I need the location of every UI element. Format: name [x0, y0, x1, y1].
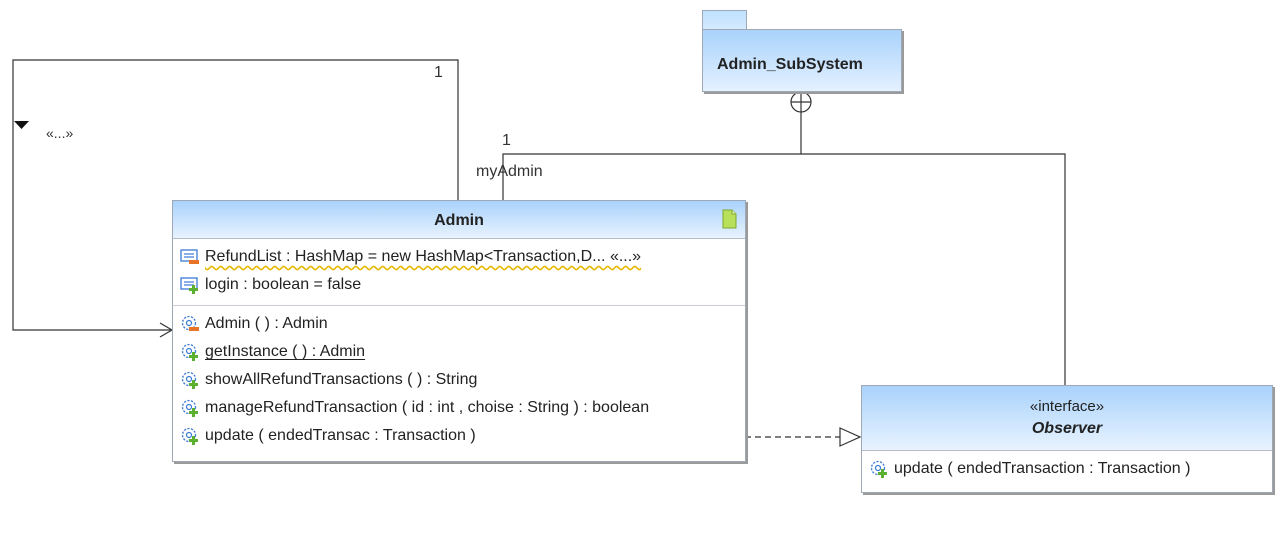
- operation-admin-constructor-text: Admin ( ) : Admin: [205, 315, 328, 332]
- operation-update-admin[interactable]: update ( endedTransac : Transaction ): [173, 422, 745, 450]
- self-association-multiplicity: 1: [434, 64, 443, 81]
- operation-showallrefundtransactions[interactable]: showAllRefundTransactions ( ) : String: [173, 366, 745, 394]
- operation-managerefundtransaction-text: manageRefundTransaction ( id : int , cho…: [205, 399, 650, 416]
- admin-class-header: Admin: [173, 201, 745, 239]
- containment-role-label: myAdmin: [476, 163, 543, 180]
- public-operation-icon: [181, 343, 198, 361]
- interface-stereotype: «interface»: [1029, 398, 1105, 415]
- attribute-login-text: login : boolean = false: [205, 276, 362, 293]
- package-tab: [702, 10, 747, 31]
- containment-multiplicity: 1: [502, 132, 511, 149]
- attribute-refundlist-text: RefundList : HashMap = new HashMap<Trans…: [205, 248, 642, 265]
- admin-class-box[interactable]: Admin RefundList : HashMap = new HashMap…: [172, 200, 746, 462]
- operation-managerefundtransaction[interactable]: manageRefundTransaction ( id : int , cho…: [173, 394, 745, 422]
- operation-getinstance[interactable]: getInstance ( ) : Admin: [173, 338, 745, 366]
- public-operation-icon: [181, 427, 198, 445]
- observer-interface-name: Observer: [1031, 420, 1103, 437]
- operation-admin-constructor[interactable]: Admin ( ) : Admin: [173, 310, 745, 338]
- attribute-login[interactable]: login : boolean = false: [173, 271, 745, 299]
- document-icon: [722, 209, 737, 229]
- operation-getinstance-text: getInstance ( ) : Admin: [205, 343, 366, 360]
- observer-interface-box[interactable]: «interface» Observer update ( endedTrans…: [861, 385, 1273, 493]
- private-attribute-icon: [180, 249, 199, 264]
- public-operation-icon: [181, 371, 198, 389]
- containment-line[interactable]: [502, 153, 1066, 385]
- operation-update-observer[interactable]: update ( endedTransaction : Transaction …: [862, 455, 1272, 483]
- operation-update-observer-text: update ( endedTransaction : Transaction …: [894, 460, 1191, 477]
- private-operation-icon: [181, 315, 199, 331]
- public-operation-icon: [870, 460, 887, 478]
- operation-showallrefundtransactions-text: showAllRefundTransactions ( ) : String: [205, 371, 478, 388]
- admin-operations-compartment: Admin ( ) : Admin getInstance ( ) : Admi…: [173, 306, 745, 454]
- direction-triangle-icon: [14, 121, 29, 129]
- attribute-refundlist[interactable]: RefundList : HashMap = new HashMap<Trans…: [173, 243, 745, 271]
- public-operation-icon: [181, 399, 198, 417]
- self-association-line[interactable]: [12, 59, 459, 331]
- observer-operations-compartment: update ( endedTransaction : Transaction …: [862, 451, 1272, 487]
- observer-interface-header: «interface» Observer: [862, 386, 1272, 451]
- admin-attributes-compartment: RefundList : HashMap = new HashMap<Trans…: [173, 239, 745, 306]
- public-attribute-icon: [180, 277, 198, 294]
- admin-class-name: Admin: [434, 212, 484, 229]
- operation-update-admin-text: update ( endedTransac : Transaction ): [205, 427, 476, 444]
- package-admin-subsystem[interactable]: Admin_SubSystem: [702, 29, 902, 92]
- realization-arrowhead: [839, 427, 862, 447]
- self-association-stereotype: «...»: [46, 125, 74, 141]
- package-name: Admin_SubSystem: [717, 56, 863, 73]
